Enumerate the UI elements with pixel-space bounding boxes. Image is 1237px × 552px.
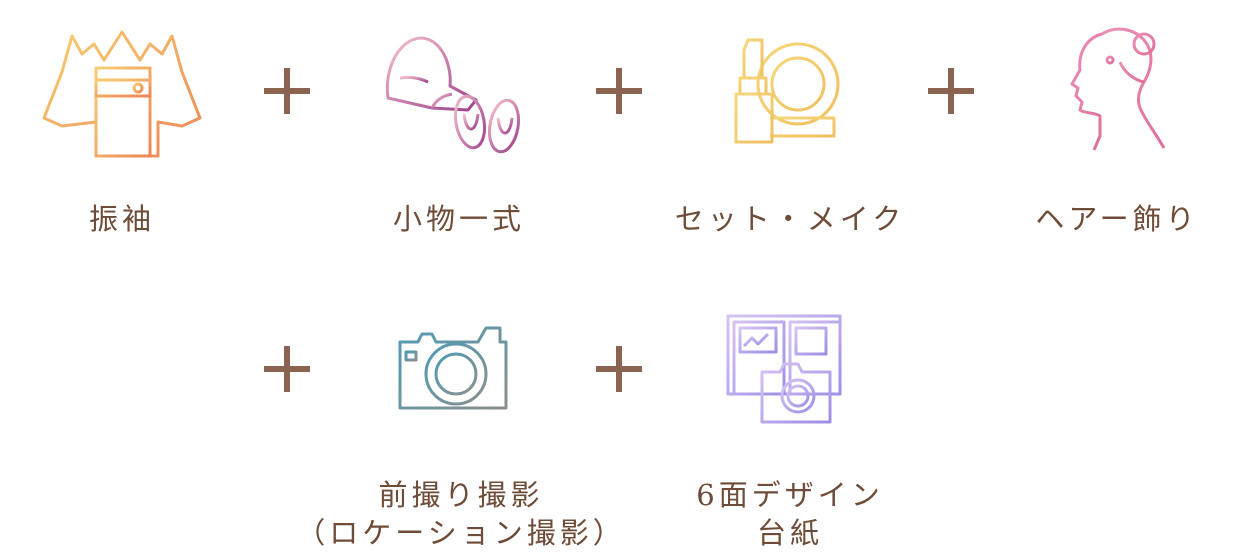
label-set-make: セット・メイク bbox=[674, 202, 906, 236]
label-maedori: 前撮り撮影 （ロケーション撮影） bbox=[296, 476, 626, 552]
plus-icon bbox=[264, 68, 310, 114]
hair-ornament-icon bbox=[1064, 26, 1168, 152]
accessories-icon bbox=[380, 30, 536, 154]
kimono-icon bbox=[42, 26, 202, 158]
label-maedori-line1: 前撮り撮影 bbox=[378, 478, 544, 512]
label-daishi-line2: 台紙 bbox=[756, 516, 823, 550]
label-daishi: 6面デザイン 台紙 bbox=[690, 476, 890, 552]
label-komono: 小物一式 bbox=[392, 202, 525, 236]
label-maedori-line2: （ロケーション撮影） bbox=[296, 516, 626, 550]
camera-icon bbox=[398, 324, 508, 410]
plus-icon bbox=[596, 68, 642, 114]
plus-icon bbox=[596, 346, 642, 392]
makeup-icon bbox=[734, 38, 842, 144]
plus-icon bbox=[264, 346, 310, 392]
label-daishi-line1: 6面デザイン bbox=[696, 478, 884, 512]
label-hair: ヘアー飾り bbox=[1035, 202, 1199, 236]
plus-icon bbox=[928, 68, 974, 114]
label-furisode: 振袖 bbox=[88, 202, 155, 236]
photo-album-icon bbox=[726, 312, 850, 424]
